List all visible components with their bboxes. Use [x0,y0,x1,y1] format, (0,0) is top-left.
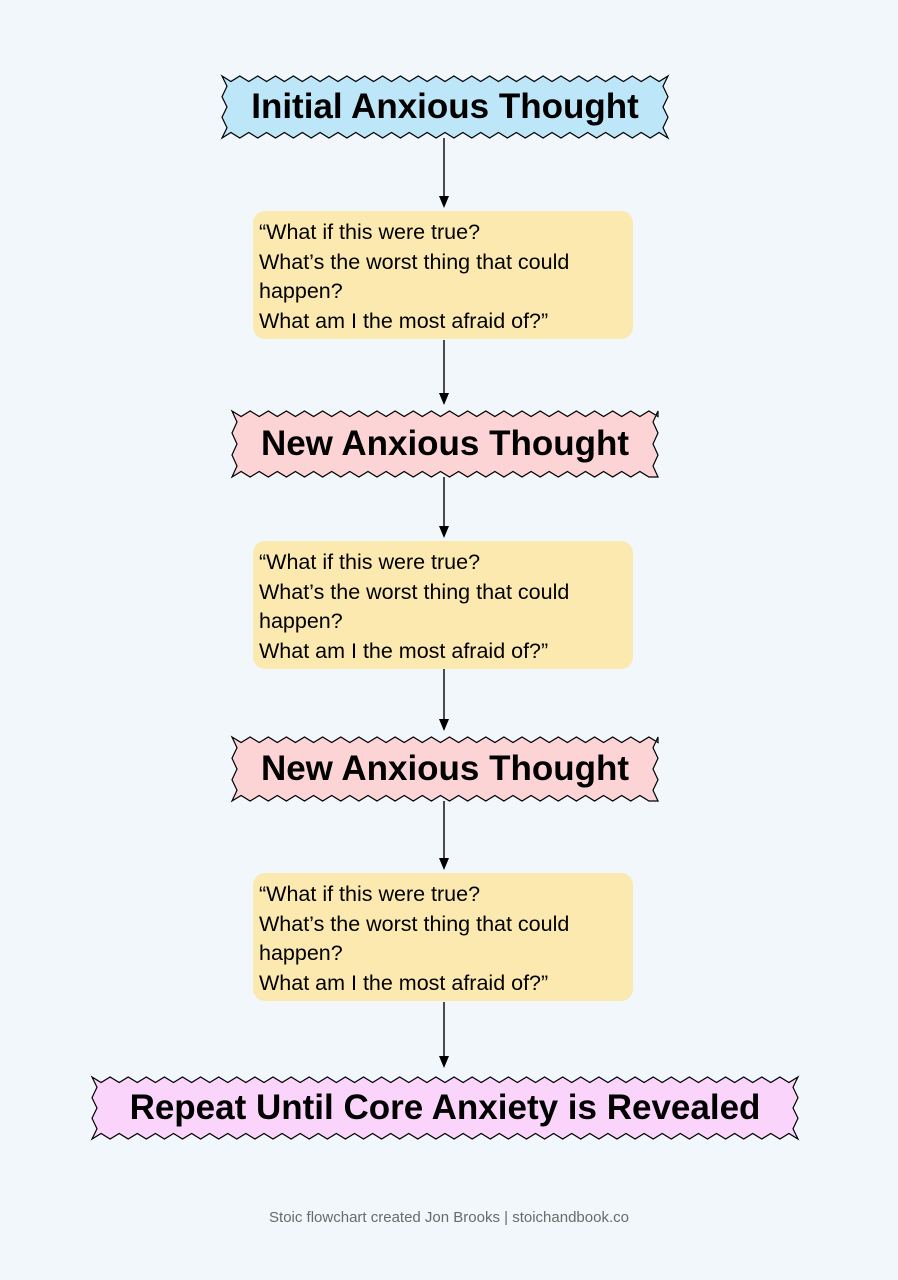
question-line: What’s the worst thing that could [259,249,570,274]
footer-credit: Stoic flowchart created Jon Brooks | sto… [269,1209,629,1226]
question-line: “What if this were true? [259,882,481,906]
question-line: happen? [259,279,343,303]
arrowhead-icon [439,858,449,870]
arrowhead-icon [439,719,449,731]
banner-shape-new2 [230,735,659,803]
banner-shape-new1 [230,409,659,479]
question-box-2: “What if this were true? What’s the wors… [253,541,633,669]
banner-new-anxious-thought-2: New Anxious Thought [260,749,630,788]
question-line: What am I the most afraid of?” [259,970,549,995]
arrowhead-icon [439,393,449,405]
question-line: What am I the most afraid of?” [259,638,549,663]
arrowhead-icon [439,196,449,208]
banner-shape-initial [220,74,670,140]
question-box-1: “What if this were true? What’s the wors… [253,211,633,339]
arrowhead-icon [439,1056,449,1068]
question-line: What’s the worst thing that could [259,579,570,604]
banner-repeat-until-core-anxiety: Repeat Until Core Anxiety is Revealed [129,1088,761,1127]
banner-shape-repeat [90,1075,800,1141]
banner-initial-anxious-thought: Initial Anxious Thought [251,87,639,126]
question-line: happen? [259,609,343,633]
question-line: “What if this were true? [259,220,481,244]
arrowhead-icon [439,526,449,538]
question-line: happen? [259,941,343,965]
banner-new-anxious-thought-1: New Anxious Thought [260,424,630,463]
question-line: What’s the worst thing that could [259,911,570,936]
question-line: What am I the most afraid of?” [259,308,549,333]
question-box-3: “What if this were true? What’s the wors… [253,873,633,1001]
question-line: “What if this were true? [259,550,481,574]
